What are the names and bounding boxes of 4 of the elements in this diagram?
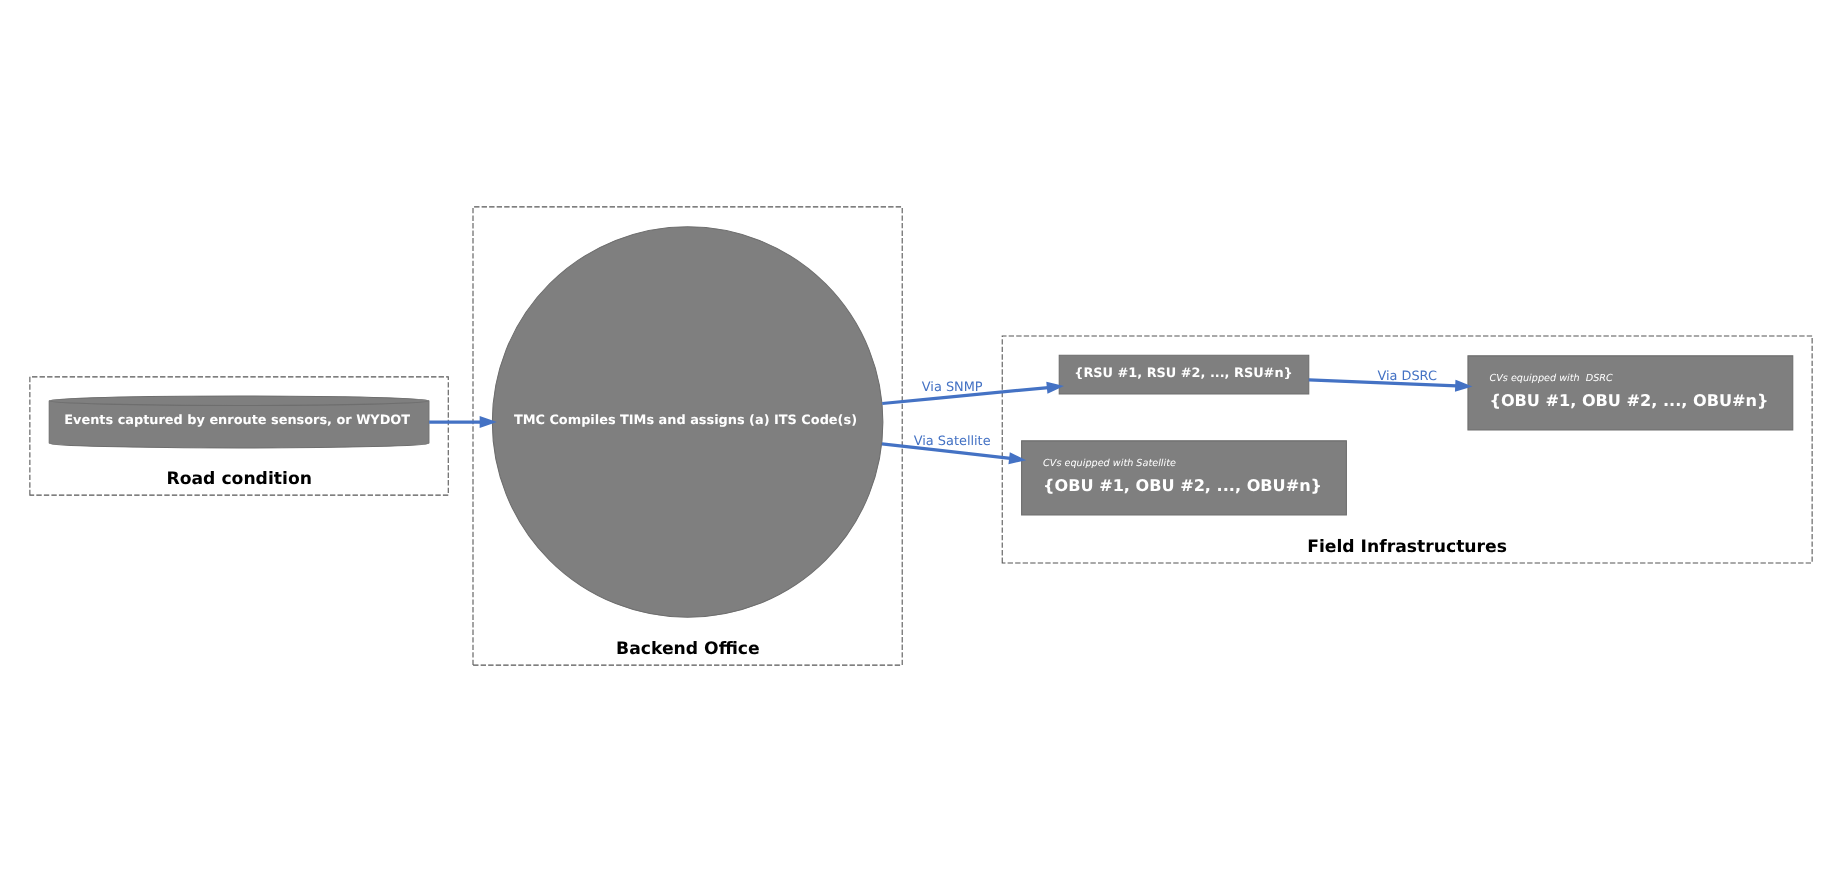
arrow (429, 414, 497, 428)
arrow (1308, 377, 1473, 391)
arrow (881, 441, 1027, 464)
arrow (882, 380, 1065, 405)
